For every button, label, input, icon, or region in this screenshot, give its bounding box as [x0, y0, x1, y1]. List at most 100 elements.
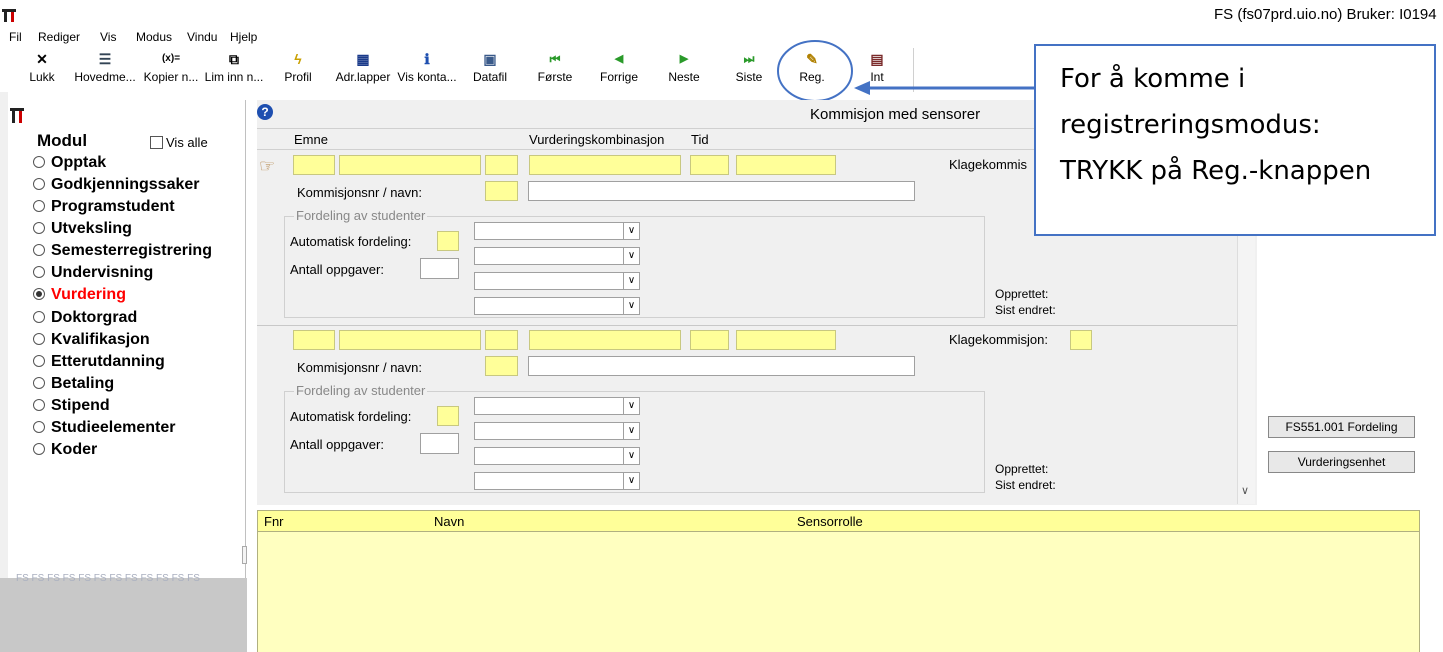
menu-fil[interactable]: Fil [9, 30, 22, 44]
module-scrollbar[interactable] [242, 546, 247, 564]
module-vurdering[interactable]: Vurdering [33, 286, 126, 304]
module-undervisning[interactable]: Undervisning [33, 264, 153, 282]
auto-fordeling-field[interactable] [437, 231, 459, 251]
chevron-down-icon: ∨ [623, 473, 639, 489]
next-button[interactable]: ▶ Neste [664, 48, 704, 92]
chevron-down-icon: ∨ [623, 398, 639, 414]
previous-button[interactable]: ◀ Forrige [598, 48, 640, 92]
callout-line-3: TRYKK på Reg.-knappen [1060, 156, 1372, 186]
klagekommisjon-field[interactable] [1070, 330, 1092, 350]
paste-button[interactable]: ⧉ Lim inn n... [202, 48, 266, 92]
col-header-vurdkomb: Vurderingskombinasjon [529, 132, 665, 147]
module-opptak[interactable]: Opptak [33, 154, 106, 172]
vurderingsenhet-button[interactable]: Vurderingsenhet [1268, 451, 1415, 473]
emne-versjon-field[interactable] [485, 155, 518, 175]
radio-icon [33, 156, 45, 168]
first-icon: ⏮ [549, 52, 561, 66]
module-koder[interactable]: Koder [33, 441, 97, 459]
menu-vis[interactable]: Vis [100, 30, 117, 44]
module-stipend[interactable]: Stipend [33, 397, 110, 415]
tid-term-field[interactable] [736, 330, 836, 350]
fs551-fordeling-button[interactable]: FS551.001 Fordeling [1268, 416, 1415, 438]
previous-icon: ◀ [614, 53, 624, 65]
radio-icon [33, 377, 45, 389]
antall-oppgaver-field[interactable] [420, 433, 459, 454]
kommisjon-navn-field[interactable] [528, 356, 915, 376]
form-scrollbar[interactable]: ∨ [1237, 236, 1255, 504]
module-logo-icon [10, 108, 24, 123]
module-kvalifikasjon[interactable]: Kvalifikasjon [33, 331, 150, 349]
divider [257, 149, 1237, 150]
register-button[interactable]: ✎ Reg. [795, 48, 829, 92]
vurdkomb-field[interactable] [529, 330, 681, 350]
main-menu-button[interactable]: ☰ Hovedme... [72, 48, 138, 92]
kommisjon-navn-field[interactable] [528, 181, 915, 201]
module-betaling[interactable]: Betaling [33, 375, 114, 393]
close-icon: ✕ [36, 51, 48, 67]
vurdkomb-field[interactable] [529, 155, 681, 175]
fs-watermark: FS FS FS FS FS FS FS FS FS FS FS FS [16, 574, 200, 584]
tid-term-field[interactable] [736, 155, 836, 175]
fordeling-select[interactable]: ∨ [474, 397, 640, 415]
fordeling-group-title: Fordeling av studenter [294, 208, 428, 223]
fordeling-select[interactable]: ∨ [474, 297, 640, 315]
tid-year-field[interactable] [690, 155, 729, 175]
module-doktorgrad[interactable]: Doktorgrad [33, 309, 137, 327]
first-button[interactable]: ⏮ Første [535, 48, 575, 92]
module-studieelementer[interactable]: Studieelementer [33, 419, 175, 437]
fordeling-select[interactable]: ∨ [474, 272, 640, 290]
kommisjonsnr-field[interactable] [485, 181, 518, 201]
show-contact-button[interactable]: ℹ Vis konta... [394, 48, 460, 92]
module-godkjenningssaker[interactable]: Godkjenningssaker [33, 176, 200, 194]
form-icon: ▤ [870, 51, 884, 67]
callout-line-1: For å komme i [1060, 64, 1246, 94]
scroll-down-icon[interactable]: ∨ [1241, 485, 1250, 497]
fordeling-select[interactable]: ∨ [474, 422, 640, 440]
emne-inst-field[interactable] [293, 155, 335, 175]
module-programstudent[interactable]: Programstudent [33, 198, 175, 216]
kommisjonsnr-field[interactable] [485, 356, 518, 376]
show-all-checkbox[interactable]: Vis alle [150, 135, 208, 150]
module-header: Modul [37, 131, 88, 150]
module-etterutdanning[interactable]: Etterutdanning [33, 353, 165, 371]
save-icon: ▣ [483, 51, 497, 67]
fordeling-select[interactable]: ∨ [474, 247, 640, 265]
emne-kode-field[interactable] [339, 155, 481, 175]
module-utveksling[interactable]: Utveksling [33, 220, 132, 238]
th-sensorrolle: Sensorrolle [797, 514, 863, 529]
chevron-down-icon: ∨ [623, 448, 639, 464]
datafile-button[interactable]: ▣ Datafil [470, 48, 510, 92]
emne-inst-field[interactable] [293, 330, 335, 350]
fordeling-select[interactable]: ∨ [474, 472, 640, 490]
help-icon[interactable]: ? [257, 104, 273, 120]
window-title: FS (fs07prd.uio.no) Bruker: I0194 [1214, 6, 1437, 23]
radio-icon [33, 222, 45, 234]
menu-modus[interactable]: Modus [136, 30, 173, 44]
auto-fordeling-field[interactable] [437, 406, 459, 426]
menu-rediger[interactable]: Rediger [38, 30, 81, 44]
address-labels-icon: ▦ [356, 51, 370, 67]
form-button[interactable]: ▤ Int [860, 48, 894, 92]
tid-year-field[interactable] [690, 330, 729, 350]
address-labels-button[interactable]: ▦ Adr.lapper [332, 48, 394, 92]
callout-arrow [854, 81, 1034, 95]
profile-button[interactable]: ϟ Profil [278, 48, 318, 92]
left-border [0, 92, 8, 578]
antall-oppgaver-field[interactable] [420, 258, 459, 279]
emne-versjon-field[interactable] [485, 330, 518, 350]
fordeling-select[interactable]: ∨ [474, 222, 640, 240]
emne-kode-field[interactable] [339, 330, 481, 350]
form-title: Kommisjon med sensorer [810, 106, 981, 123]
sensor-table-body[interactable] [257, 532, 1420, 652]
copy-button[interactable]: (x)= Kopier n... [140, 48, 202, 92]
last-icon: ⏭ [743, 52, 755, 66]
auto-label: Automatisk fordeling: [290, 409, 412, 424]
radio-icon [33, 443, 45, 455]
menu-hjelp[interactable]: Hjelp [230, 30, 258, 44]
menu-vindu[interactable]: Vindu [187, 30, 218, 44]
module-semesterregistrering[interactable]: Semesterregistrering [33, 242, 212, 260]
close-button[interactable]: ✕ Lukk [22, 48, 62, 92]
fordeling-select[interactable]: ∨ [474, 447, 640, 465]
chevron-down-icon: ∨ [623, 248, 639, 264]
last-button[interactable]: ⏭ Siste [730, 48, 768, 92]
